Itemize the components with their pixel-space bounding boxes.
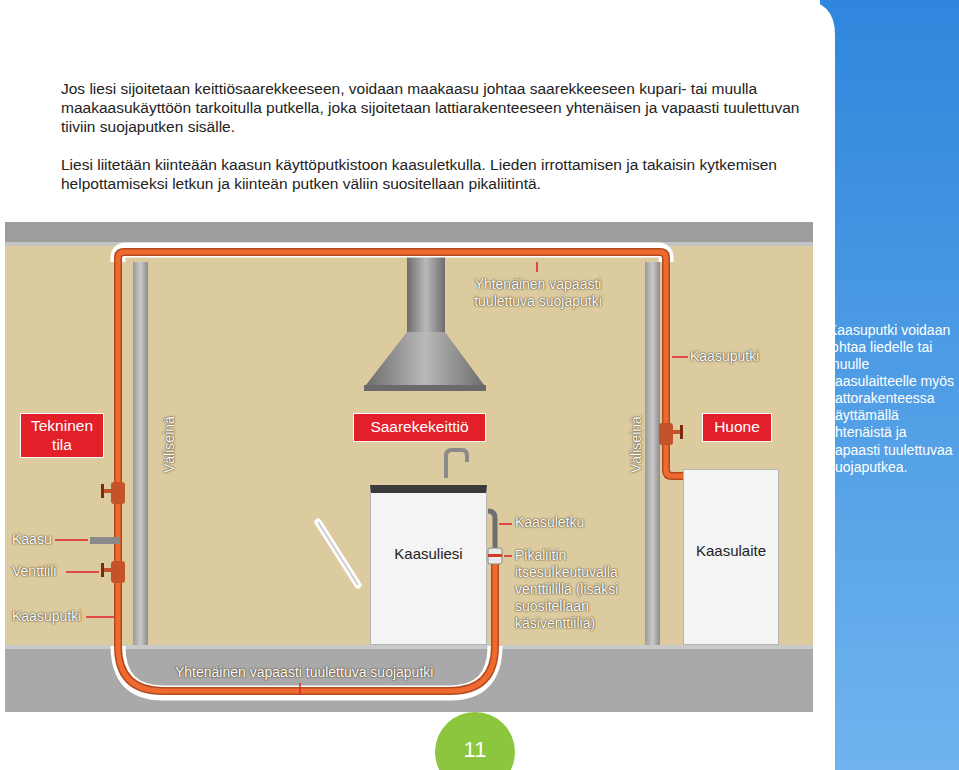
- valve: [659, 423, 683, 445]
- side-note: Kaasuputki voidaan johtaa liedelle tai m…: [828, 322, 956, 476]
- partition-wall: [645, 262, 660, 645]
- intro-text: Jos liesi sijoitetaan keittiösaarekkeese…: [61, 80, 806, 137]
- part-label: Pikaliitin itsesulkeutuvalla venttiilill…: [515, 547, 641, 632]
- page-number: 11: [445, 737, 505, 764]
- part-label: Kaasuputki: [12, 608, 92, 625]
- pipe-label: Kaasuputki: [690, 348, 780, 365]
- gas-appliance: Kaasulaite: [683, 469, 779, 645]
- part-label: Kaasu: [12, 531, 62, 548]
- ceiling: [5, 222, 813, 242]
- quick-connector: [488, 554, 502, 557]
- leader-line: [55, 262, 688, 694]
- gas-hose: [488, 511, 495, 552]
- node-text: Huone: [705, 418, 769, 437]
- door-handle: [318, 522, 358, 585]
- hood: [366, 332, 484, 385]
- room-tag: Tekninen tila: [20, 413, 104, 458]
- node-text: Kaasulaite: [687, 542, 775, 560]
- node-text: Saarekekeittiö: [356, 418, 483, 437]
- room-tag: Huone: [702, 413, 772, 442]
- quick-connector: [488, 548, 502, 564]
- side-panel: [820, 0, 959, 770]
- tube-label: Yhtenäinen vapaasti tuulettuva suojaputk…: [175, 664, 465, 681]
- wall-area: [5, 222, 813, 646]
- hood-edge: [364, 385, 486, 391]
- faucet: [446, 450, 467, 478]
- protective-tube: [118, 646, 495, 693]
- page-card: [0, 0, 835, 770]
- node-text: Kaasuliesi: [375, 545, 482, 563]
- page-badge: [435, 712, 515, 770]
- node-text: Tekninen tila: [23, 417, 101, 454]
- valve: [101, 482, 125, 504]
- tube-label: Yhtenäinen vapaasti tuulettuva suojaputk…: [458, 276, 618, 310]
- hood-chimney: [407, 246, 445, 332]
- intro-text: Liesi liitetään kiinteään kaasun käyttöp…: [61, 156, 806, 194]
- partition-wall: [133, 262, 148, 645]
- part-label: Kaasuletku: [515, 514, 635, 531]
- wall-label: Väliseinä: [161, 417, 178, 474]
- gas-inlet: [90, 537, 120, 544]
- part-label: Venttiili: [12, 563, 72, 580]
- gas-stove: Kaasuliesi: [370, 485, 487, 645]
- valve: [101, 561, 125, 583]
- door-handle: [318, 522, 358, 585]
- floor-edge: [5, 645, 813, 649]
- room-tag: Saarekekeittiö: [353, 413, 486, 442]
- wall-label: Väliseinä: [628, 417, 645, 474]
